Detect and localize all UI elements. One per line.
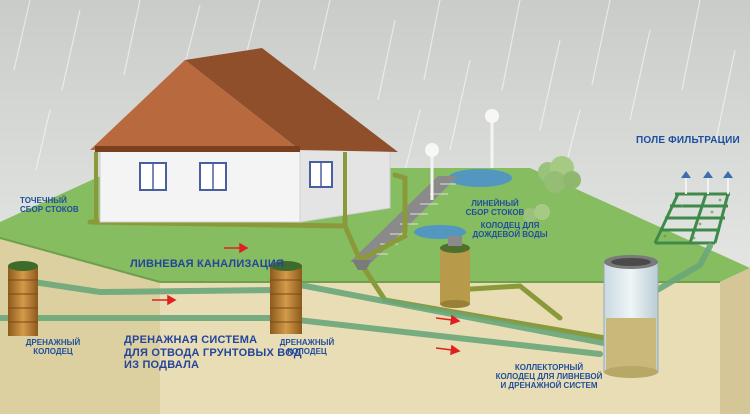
label-line: ДЛЯ ОТВОДА ГРУНТОВЫХ ВОД <box>124 346 302 359</box>
label-line: КОЛОДЕЦ ДЛЯ <box>480 221 540 230</box>
drainage-well-mid <box>270 261 302 334</box>
label-line: ЛИНЕЙНЫЙ <box>471 199 519 208</box>
filtration-field <box>653 171 733 245</box>
garden-lamps <box>425 109 499 200</box>
rain-streaks <box>13 0 736 181</box>
flow-arrows <box>152 242 461 356</box>
label-line: ДРЕНАЖНЫЙ <box>25 338 81 347</box>
label-line: И ДРЕНАЖНОЙ СИСТЕМ <box>500 381 598 391</box>
label-drain-well-mid: ДРЕНАЖНЫЙ КОЛОДЕЦ <box>272 338 342 356</box>
soil-side <box>720 268 750 414</box>
bushes <box>523 156 581 222</box>
label-line: КОЛОДЕЦ <box>33 347 73 357</box>
label-collector-well: КОЛЛЕКТОРНЫЙ КОЛОДЕЦ ДЛЯ ЛИВНЕВОЙ И ДРЕН… <box>486 363 612 391</box>
rain-water-well <box>440 236 470 308</box>
gully-inlet <box>352 260 372 270</box>
label-filtration-field: ПОЛЕ ФИЛЬТРАЦИИ <box>636 135 740 146</box>
puddle <box>448 169 512 187</box>
label-line: ДОЖДЕВОЙ ВОДЫ <box>472 230 548 240</box>
roof-gable <box>90 60 300 150</box>
label-line: СБОР СТОКОВ <box>20 205 79 215</box>
label-drain-well-left: ДРЕНАЖНЫЙ КОЛОДЕЦ <box>18 338 88 356</box>
label-line: ТОЧЕЧНЫЙ <box>20 196 67 205</box>
puddle <box>414 225 466 239</box>
house <box>90 48 398 226</box>
label-line: ИЗ ПОДВАЛА <box>124 359 200 372</box>
label-line: КОЛЛЕКТОРНЫЙ <box>514 363 584 372</box>
soil-front <box>160 268 750 414</box>
label-point-collection: ТОЧЕЧНЫЙ СБОР СТОКОВ <box>20 196 79 214</box>
roof-slope <box>185 48 398 152</box>
label-drainage-system: ДРЕНАЖНАЯ СИСТЕМА ДЛЯ ОТВОДА ГРУНТОВЫХ В… <box>124 334 302 372</box>
label-line: ДРЕНАЖНЫЙ <box>279 338 335 347</box>
label-line: ДРЕНАЖНАЯ СИСТЕМА <box>124 334 258 346</box>
label-rain-well: КОЛОДЕЦ ДЛЯ ДОЖДЕВОЙ ВОДЫ <box>470 221 550 239</box>
label-line: КОЛОДЕЦ <box>287 347 327 357</box>
label-linear-collection: ЛИНЕЙНЫЙ СБОР СТОКОВ <box>460 199 530 217</box>
label-line: КОЛОДЕЦ ДЛЯ ЛИВНЕВОЙ <box>495 372 603 382</box>
label-storm-sewer: ЛИВНЕВАЯ КАНАЛИЗАЦИЯ <box>130 258 285 270</box>
label-line: СБОР СТОКОВ <box>465 208 525 218</box>
drainage-well-left <box>8 261 38 336</box>
collector-well <box>603 255 659 378</box>
